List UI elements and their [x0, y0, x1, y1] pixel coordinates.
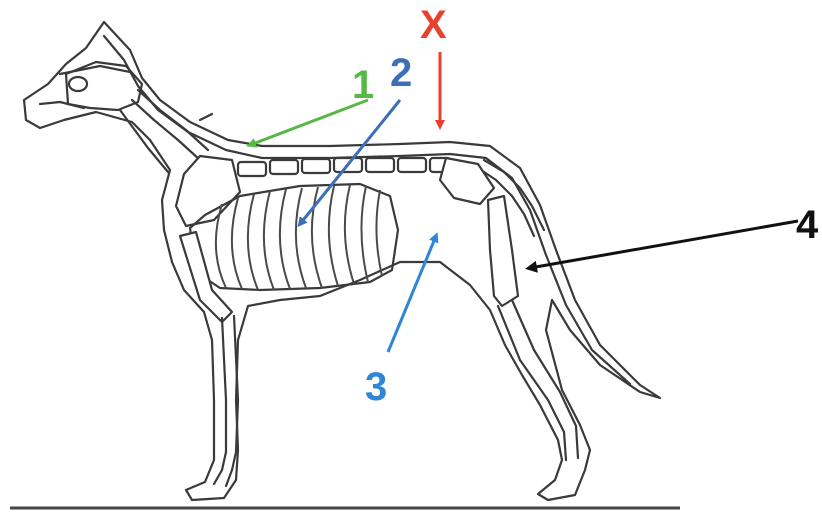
label-x: X: [420, 3, 447, 47]
label-4: 4: [796, 203, 819, 247]
femur: [488, 196, 518, 306]
skeleton: [66, 62, 578, 486]
front-leg-bones: [214, 316, 238, 486]
label-3: 3: [365, 365, 387, 409]
humerus: [180, 232, 232, 322]
pelvis: [440, 158, 494, 204]
label-1: 1: [352, 63, 374, 107]
arrow-1: [250, 100, 368, 145]
arrow-4: [530, 221, 798, 268]
scapula: [176, 156, 240, 226]
label-2: 2: [390, 51, 412, 95]
arrow-2: [300, 100, 400, 224]
